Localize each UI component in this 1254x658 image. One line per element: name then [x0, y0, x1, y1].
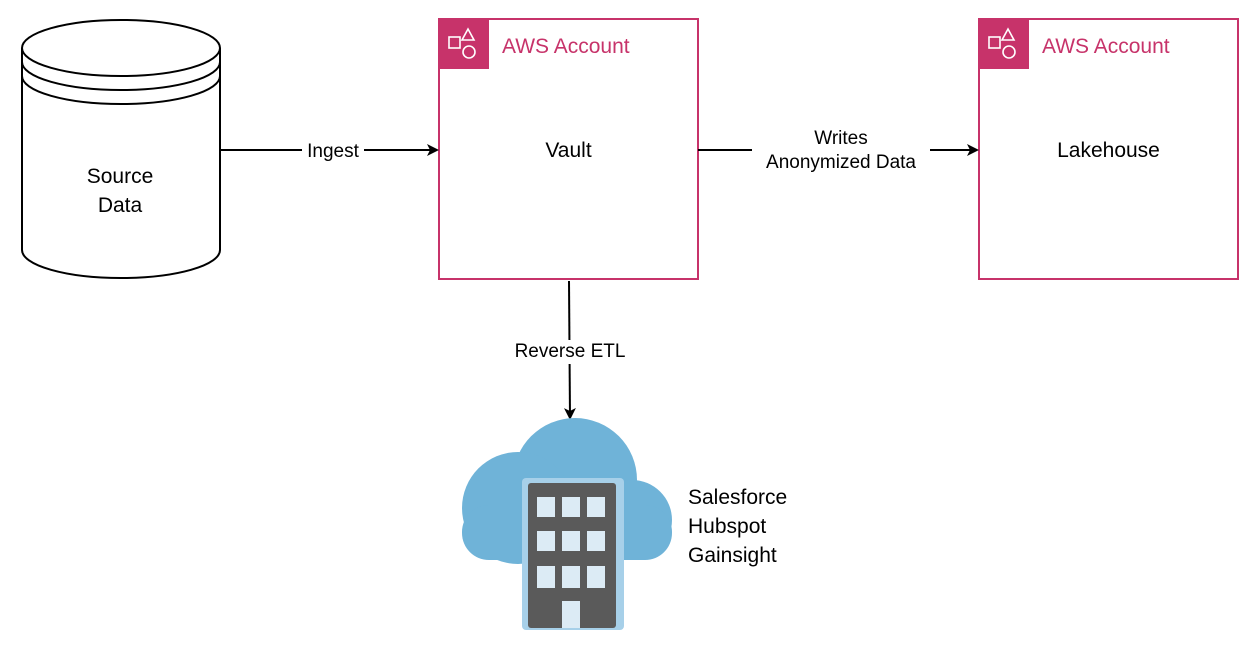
source-data-label: Source Data	[60, 162, 180, 220]
aws-account-icon	[448, 27, 476, 59]
lakehouse-aws-account-group	[978, 18, 1239, 280]
saas-app-list: Salesforce Hubspot Gainsight	[688, 483, 787, 570]
app-name-salesforce: Salesforce	[688, 486, 788, 509]
source-data-line1: Source	[86, 165, 154, 188]
ingest-label: Ingest	[302, 140, 364, 164]
writes-label-line2: Anonymized Data	[766, 152, 916, 173]
cloud-building-icon	[462, 418, 672, 630]
vault-title: Vault	[545, 139, 592, 162]
reverse-etl-label: Reverse ETL	[500, 340, 640, 364]
lakehouse-group-label: AWS Account	[1042, 35, 1170, 58]
vault-group-label: AWS Account	[502, 35, 630, 58]
source-data-line2: Data	[97, 194, 143, 217]
aws-account-icon	[988, 27, 1016, 59]
vault-aws-account-group	[438, 18, 699, 280]
app-name-gainsight: Gainsight	[688, 544, 777, 567]
app-name-hubspot: Hubspot	[688, 515, 767, 538]
writes-label: Writes Anonymized Data	[752, 127, 930, 175]
lakehouse-title: Lakehouse	[1057, 139, 1160, 162]
writes-label-line1: Writes	[814, 128, 868, 149]
source-data-cylinder	[21, 19, 221, 279]
